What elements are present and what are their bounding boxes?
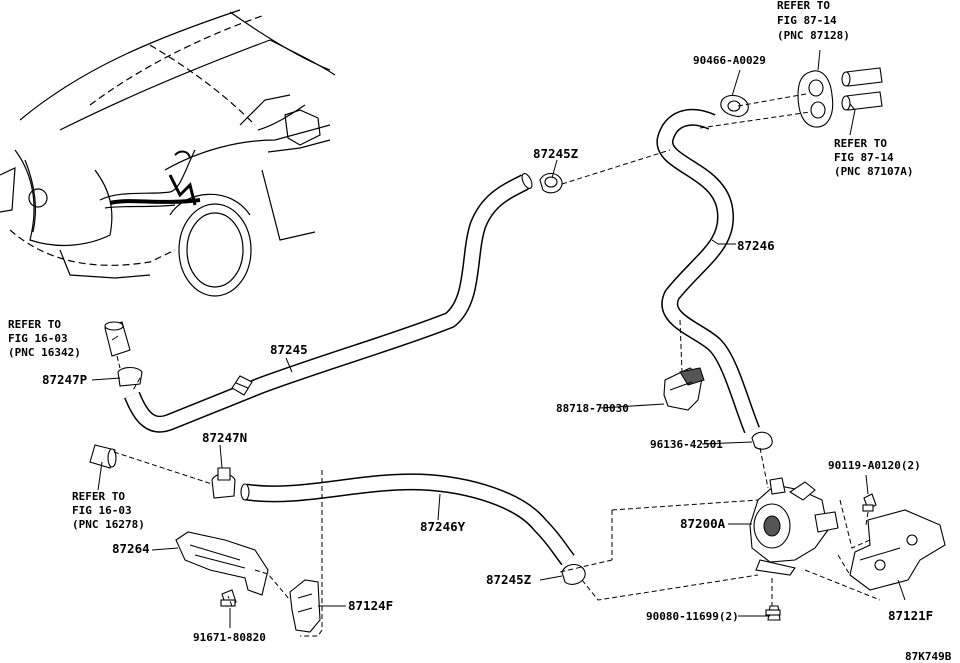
- pipe-stubs: [841, 67, 883, 111]
- label-88718-78030: 88718-78030: [556, 402, 629, 415]
- label-87246: 87246: [737, 238, 775, 253]
- label-90080-11699: 90080-11699(2): [646, 610, 739, 623]
- bracket-87121f: [849, 509, 946, 591]
- label-87247p: 87247P: [42, 372, 87, 387]
- callout-line: (PNC 16342): [8, 346, 81, 359]
- clamp-96136: [751, 431, 773, 450]
- clamp-87245z-top: [539, 172, 563, 194]
- label-87246y: 87246Y: [420, 519, 466, 534]
- label-87245z-bottom: 87245Z: [486, 572, 532, 587]
- pipe-16278: [89, 444, 117, 469]
- hose-87246y: [240, 473, 575, 566]
- label-96136-42501: 96136-42501: [650, 438, 723, 451]
- clamp-90466: [720, 94, 749, 117]
- callout-line: (PNC 87128): [777, 29, 850, 42]
- clamp-87247n: [211, 467, 236, 499]
- callout-line: (PNC 87107A): [834, 165, 913, 178]
- label-87121f: 87121F: [888, 608, 933, 623]
- callout-ref-87107a: REFER TO FIG 87-14 (PNC 87107A): [834, 137, 913, 178]
- hose-87246: [656, 108, 760, 434]
- callout-line: (PNC 16278): [72, 518, 145, 531]
- callout-line: REFER TO: [777, 0, 830, 12]
- label-91671-80820: 91671-80820: [193, 631, 266, 644]
- label-87247n: 87247N: [202, 430, 247, 445]
- callout-ref-16278: REFER TO FIG 16-03 (PNC 16278): [72, 490, 145, 531]
- pipe-16342: [104, 321, 131, 357]
- bolt-90119: [862, 493, 877, 512]
- callout-ref-87128: REFER TO FIG 87-14 (PNC 87128): [777, 0, 850, 42]
- clamp-87245z-bottom: [561, 563, 586, 585]
- pump-87200a: [749, 477, 839, 576]
- callout-line: FIG 16-03: [72, 504, 132, 517]
- vehicle-outline: [0, 9, 336, 297]
- bracket-88718: [663, 367, 705, 411]
- callout-line: REFER TO: [834, 137, 887, 150]
- callout-line: REFER TO: [8, 318, 61, 331]
- callout-line: FIG 87-14: [777, 14, 837, 27]
- label-87264: 87264: [112, 541, 150, 556]
- label-87245: 87245: [270, 342, 308, 357]
- hose-87245: [124, 173, 533, 433]
- clamp-87247p: [117, 366, 143, 387]
- bolt-90080: [765, 605, 781, 621]
- label-90119-a0120: 90119-A0120(2): [828, 459, 921, 472]
- label-90466-a0029: 90466-A0029: [693, 54, 766, 67]
- callout-line: REFER TO: [72, 490, 125, 503]
- callout-line: FIG 16-03: [8, 332, 68, 345]
- leader-lines: [91, 49, 906, 637]
- bracket-87264: [175, 531, 269, 596]
- label-87245z-top: 87245Z: [533, 146, 579, 161]
- clip-87124f: [289, 579, 321, 633]
- grommet-part: [797, 70, 834, 128]
- callout-line: FIG 87-14: [834, 151, 894, 164]
- callout-ref-16342: REFER TO FIG 16-03 (PNC 16342): [8, 318, 81, 359]
- diagram-id: 87K749B: [905, 650, 952, 663]
- label-87200a: 87200A: [680, 516, 726, 531]
- label-87124f: 87124F: [348, 598, 393, 613]
